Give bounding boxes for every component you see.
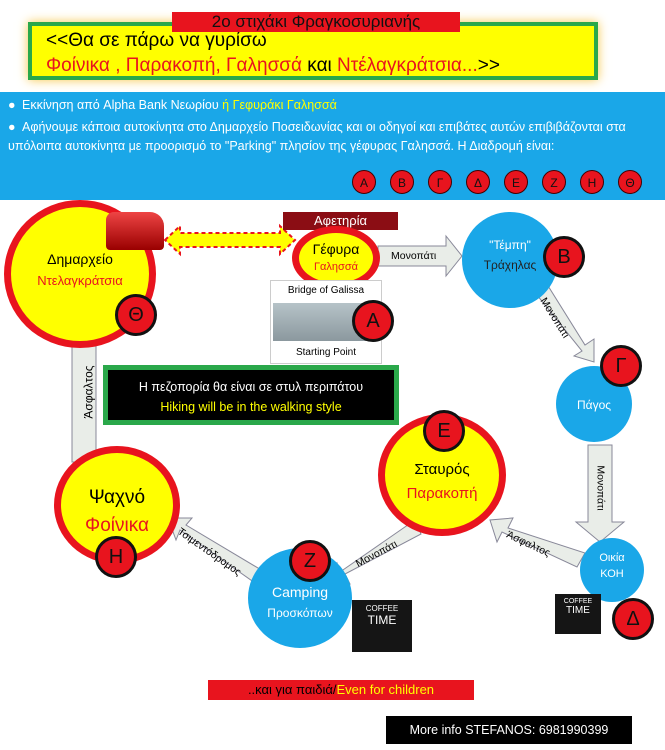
route-letter: Ε <box>504 170 528 194</box>
tempi-place: Τράχηλας <box>483 258 537 272</box>
stop-tempi: "Τέμπη" Τράχηλας <box>462 212 558 308</box>
route-letter: Δ <box>466 170 490 194</box>
path-label-monopati-3: Μονοπάτι <box>594 465 607 511</box>
badge-epsilon: Ε <box>423 410 465 452</box>
route-letter: Β <box>390 170 414 194</box>
hiking-note-en: Hiking will be in the walking style <box>160 400 342 414</box>
pagos-name: Πάγος <box>576 398 612 412</box>
children-note-gr: ..και για παιδιά/ <box>247 682 337 697</box>
dimarxeio-place: Ντελαγκράτσια <box>37 273 123 288</box>
badge-alpha: Α <box>352 300 394 342</box>
camping-place: Προσκόπων <box>267 606 333 620</box>
title-end: >> <box>477 55 500 76</box>
bullet-icon: ● <box>8 98 16 112</box>
stop-stavros: Σταυρός Παρακοπή <box>378 414 506 536</box>
title-place-2: Ντέλαγκράτσια... <box>337 55 478 76</box>
contact-info: More info STEFANOS: 6981990399 <box>386 716 632 744</box>
bullet-1-highlight: Γεφυράκι Γαλησσά <box>232 98 337 112</box>
bullet-icon: ● <box>8 120 16 134</box>
oikia-name: Οικία <box>599 552 625 564</box>
bullet-1-or: ή <box>222 98 230 112</box>
oikia-place: ΚΟΗ <box>600 568 624 580</box>
time-word: TIME <box>367 613 397 627</box>
bridge-caption: Bridge of Galissa <box>287 285 365 296</box>
route-letter: Ζ <box>542 170 566 194</box>
bullet-2-text: Αφήνουμε κάποια αυτοκίνητα στο Δημαρχείο… <box>8 120 626 153</box>
route-letter: Θ <box>618 170 642 194</box>
car-link-arrow <box>163 223 297 257</box>
badge-delta: Δ <box>612 598 654 640</box>
gefyra-place: Γαλησσά <box>314 261 358 273</box>
starting-point-caption: Starting Point <box>295 347 357 358</box>
children-note: ..και για παιδιά/Even for children <box>208 680 474 700</box>
monopati-arrow-3 <box>574 444 626 543</box>
header-banner: 2ο στιχάκι Φραγκοσυριανής <box>172 12 460 32</box>
stavros-name: Σταυρός <box>414 461 470 478</box>
tempi-name: "Τέμπη" <box>489 238 531 252</box>
route-letter: Η <box>580 170 604 194</box>
badge-eta: Η <box>95 536 137 578</box>
badge-gamma: Γ <box>600 345 642 387</box>
route-letter: Γ <box>428 170 452 194</box>
title-places: Φοίνικα , Παρακοπή, Γαλησσά <box>46 55 303 76</box>
path-label-monopati-1: Μονοπάτι <box>391 250 437 262</box>
monopati-arrow-1 <box>377 234 463 278</box>
title-line-2: Φοίνικα , Παρακοπή, Γαλησσά και Ντέλαγκρ… <box>46 55 500 77</box>
asfaltos-arrow <box>489 517 586 568</box>
time-word: TIME <box>566 605 590 616</box>
bullet-1-text: Εκκίνηση από Alpha Bank Νεωρίου <box>22 98 223 112</box>
children-note-en: Even for children <box>336 682 435 697</box>
hiking-note-gr: Η πεζοπορία θα είναι σε στυλ περιπάτου <box>138 380 364 394</box>
title-line-1: <<Θα σε πάρω να γυρίσω <box>46 30 267 51</box>
car-image <box>106 212 164 250</box>
camping-name: Camping <box>271 584 329 600</box>
hiking-note: Η πεζοπορία θα είναι σε στυλ περιπάτου H… <box>103 365 399 425</box>
coffee-word: COFFEE <box>563 598 593 605</box>
title-and: και <box>302 55 338 76</box>
gefyra-name: Γέφυρα <box>312 241 360 257</box>
dimarxeio-name: Δημαρχείο <box>47 251 113 267</box>
coffee-word: COFFEE <box>365 604 399 613</box>
info-bullet-2: ●Αφήνουμε κάποια αυτοκίνητα στο Δημαρχεί… <box>8 118 658 156</box>
start-label: Αφετηρία <box>283 212 398 230</box>
stop-oikia: Οικία ΚΟΗ <box>580 538 644 602</box>
psaxno-place: Φοίνικα <box>85 515 149 536</box>
stavros-place: Παρακοπή <box>406 485 478 502</box>
badge-zeta: Ζ <box>289 540 331 582</box>
info-bullet-1: ● Εκκίνηση από Alpha Bank Νεωρίου ή Γεφυρ… <box>8 98 658 112</box>
route-letter: Α <box>352 170 376 194</box>
badge-theta: Θ <box>115 294 157 336</box>
path-label-asfaltos-vertical: Άσφαλτος <box>81 365 96 419</box>
badge-beta: Β <box>543 236 585 278</box>
psaxno-name: Ψαχνό <box>88 487 146 508</box>
route-letters: Α Β Γ Δ Ε Ζ Η Θ <box>352 170 662 196</box>
